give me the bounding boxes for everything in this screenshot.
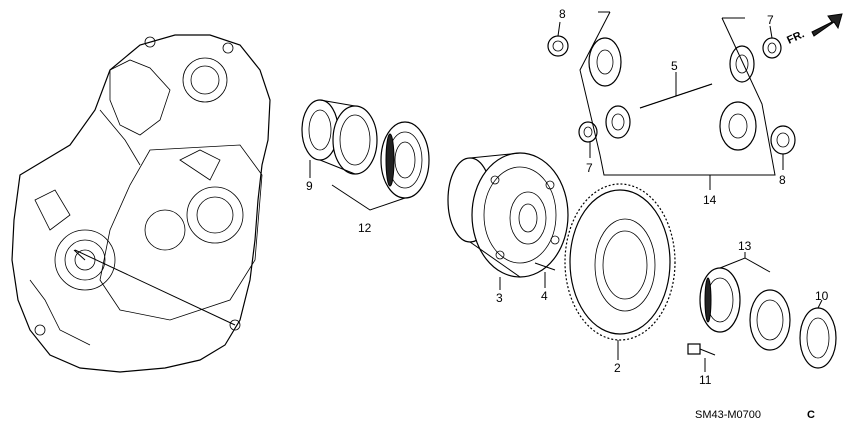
callout-10: 10 bbox=[815, 289, 829, 303]
part-4-pin bbox=[534, 262, 556, 271]
direction-label: FR. bbox=[785, 28, 806, 46]
pinion-gear-cluster bbox=[547, 35, 796, 155]
callout-13: 13 bbox=[738, 239, 752, 253]
callout-12: 12 bbox=[358, 221, 372, 235]
callout-9: 9 bbox=[306, 179, 313, 193]
callout-3: 3 bbox=[496, 291, 503, 305]
leader-lines bbox=[73, 21, 823, 372]
callout-8a: 8 bbox=[559, 7, 566, 21]
callout-14: 14 bbox=[703, 193, 717, 207]
callout-8b: 8 bbox=[779, 173, 786, 187]
part-13-bearing bbox=[699, 267, 791, 351]
callout-7a: 7 bbox=[586, 161, 593, 175]
part-10-shim bbox=[799, 307, 837, 369]
diagram-code: SM43-M0700 C bbox=[695, 409, 815, 421]
part-9-race bbox=[301, 99, 378, 175]
callout-5: 5 bbox=[671, 59, 678, 73]
part-12-bearing bbox=[380, 121, 430, 199]
callout-7b: 7 bbox=[767, 13, 774, 27]
bracket-14 bbox=[579, 11, 776, 190]
callout-11: 11 bbox=[699, 373, 712, 387]
transmission-housing bbox=[11, 34, 271, 373]
callout-numbers: 8 7 5 7 8 14 9 12 3 4 2 13 10 11 1 bbox=[306, 7, 829, 387]
front-direction-arrow: FR. bbox=[785, 13, 843, 47]
part-3-differential-carrier bbox=[447, 152, 569, 278]
diagram-code-suffix: C bbox=[807, 409, 815, 421]
callout-2: 2 bbox=[614, 361, 621, 375]
part-11-bolt bbox=[687, 343, 716, 356]
part-2-final-driven-gear bbox=[564, 183, 676, 341]
callout-4: 4 bbox=[541, 289, 548, 303]
diagram-code-text: SM43-M0700 bbox=[695, 409, 761, 421]
